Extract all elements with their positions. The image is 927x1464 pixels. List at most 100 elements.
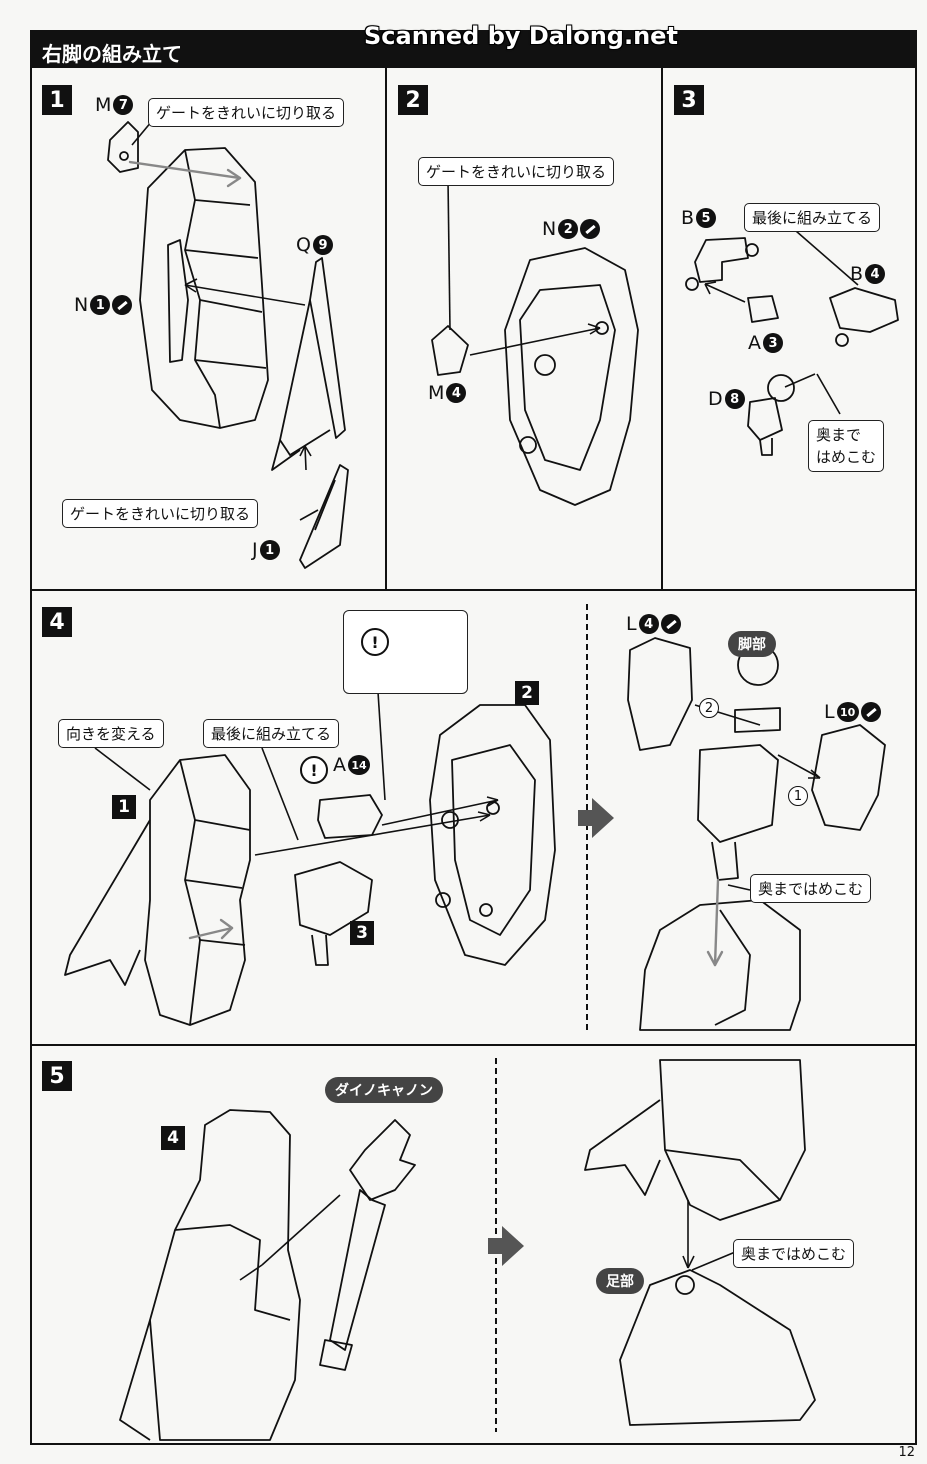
step5-leg <box>149 1109 301 1441</box>
divider-step1-step2 <box>385 68 387 590</box>
part-letter: A <box>333 754 346 776</box>
part-number: 1 <box>259 540 280 560</box>
order-marker-1: 1 <box>788 786 808 806</box>
step1-blade-Q9 <box>309 257 346 439</box>
part-letter: B <box>681 207 695 229</box>
step2-inner-shell <box>504 247 639 506</box>
step4-joint-A14 <box>317 794 383 839</box>
result5-leg <box>659 1059 806 1221</box>
step3-part-D8 <box>747 397 783 441</box>
part-number: 7 <box>113 95 134 115</box>
step-1-number: 1 <box>42 85 72 115</box>
part-label-Q9: Q 9 <box>296 234 333 256</box>
step1-leg-armor <box>139 147 269 429</box>
scan-watermark: Scanned by Dalong.net <box>364 22 678 50</box>
part-label-B5: B 5 <box>681 207 717 229</box>
warning-icon: ! <box>361 628 389 656</box>
part-label-L10: L 10 <box>824 701 881 723</box>
part-letter: B <box>850 263 864 285</box>
result4-lower-leg <box>639 899 801 1031</box>
order-marker-2: 2 <box>699 698 719 718</box>
flow-arrow-icon <box>488 1226 524 1266</box>
callout-cut-gate: ゲートをきれいに切り取る <box>418 157 615 186</box>
section-title: 右脚の組み立て <box>42 42 182 66</box>
part-label-L4: L 4 <box>626 613 681 635</box>
callout-cut-gate-top: ゲートをきれいに切り取る <box>148 98 345 127</box>
cut-mark-icon <box>112 295 133 315</box>
dino-cannon-label: ダイノキャノン <box>325 1077 443 1103</box>
part-letter: M <box>428 382 445 404</box>
divider-row1-row2 <box>30 589 917 591</box>
step4-leg-shell <box>144 754 251 1026</box>
divider-row2-row3 <box>30 1044 917 1046</box>
part-label-J1: J 1 <box>252 539 280 561</box>
result5-foot <box>619 1269 816 1426</box>
page-frame <box>30 30 917 1445</box>
part-letter: Q <box>296 234 311 256</box>
foot-part-label: 足部 <box>596 1268 644 1294</box>
warning-icon: ! <box>300 756 328 784</box>
part-number: 5 <box>696 208 717 228</box>
part-letter: N <box>542 218 557 240</box>
callout-line-2: はめこむ <box>816 448 877 466</box>
divider-step2-step3 <box>661 68 663 590</box>
part-number: 2 <box>558 219 579 239</box>
step1-part-M7 <box>107 121 139 173</box>
part-number: 8 <box>724 389 745 409</box>
part-number: 4 <box>865 264 886 284</box>
step1-part-J1 <box>299 464 349 569</box>
step5-dino-cannon <box>349 1119 416 1201</box>
result4-knee <box>697 744 779 843</box>
part-letter: J <box>252 539 258 561</box>
part-number: 14 <box>348 755 370 775</box>
cut-mark-icon <box>580 219 601 239</box>
part-label-N1: N 1 <box>74 294 133 316</box>
step3-part-B5 <box>694 237 749 283</box>
section-header-bar <box>32 32 915 68</box>
leg-part-label: 脚部 <box>728 631 776 657</box>
step-3-number: 3 <box>674 85 704 115</box>
callout-change-direction: 向きを変える <box>58 719 164 748</box>
step-4-number: 4 <box>42 607 72 637</box>
page-number: 12 <box>898 1445 915 1460</box>
warning-detail-box <box>343 610 468 694</box>
part-label-M4: M 4 <box>428 382 467 404</box>
result4-part-L4 <box>627 637 693 751</box>
part-number: 4 <box>638 614 659 634</box>
part-number: 10 <box>836 702 859 722</box>
ref-step-4: 4 <box>161 1126 185 1150</box>
part-number: 3 <box>763 333 783 353</box>
step3-part-B4 <box>829 287 899 333</box>
step4-joint-assembly-3 <box>294 861 373 936</box>
part-letter: M <box>95 94 112 116</box>
step-5-number: 5 <box>42 1061 72 1091</box>
part-label-A14: A 14 <box>333 754 370 776</box>
ref-step-2: 2 <box>515 681 539 705</box>
cut-mark-icon <box>660 614 681 634</box>
part-label-D8: D 8 <box>708 388 745 410</box>
callout-push-in-fully: 奥まではめこむ <box>733 1239 855 1268</box>
part-letter: D <box>708 388 723 410</box>
part-label-B4: B 4 <box>850 263 886 285</box>
callout-assemble-last: 最後に組み立てる <box>203 719 340 748</box>
part-label-A3: A 3 <box>748 332 783 354</box>
part-number: 9 <box>312 235 333 255</box>
cut-mark-icon <box>860 702 881 722</box>
callout-line-1: 奥まで <box>816 426 862 444</box>
callout-push-in-fully: 奥まで はめこむ <box>808 420 885 472</box>
part-number: 4 <box>446 383 467 403</box>
part-letter: L <box>824 701 835 723</box>
callout-push-in-fully: 奥まではめこむ <box>750 874 872 903</box>
part-letter: N <box>74 294 89 316</box>
result4-part-L10 <box>811 724 886 831</box>
ref-step-3: 3 <box>350 921 374 945</box>
part-number: 1 <box>90 295 111 315</box>
step3-part-A3 <box>747 295 779 323</box>
part-letter: A <box>748 332 761 354</box>
callout-assemble-last: 最後に組み立てる <box>744 203 881 232</box>
part-letter: L <box>626 613 637 635</box>
step2-part-M4 <box>431 325 469 376</box>
step4-inner-shell <box>429 704 556 966</box>
ref-step-1: 1 <box>112 795 136 819</box>
